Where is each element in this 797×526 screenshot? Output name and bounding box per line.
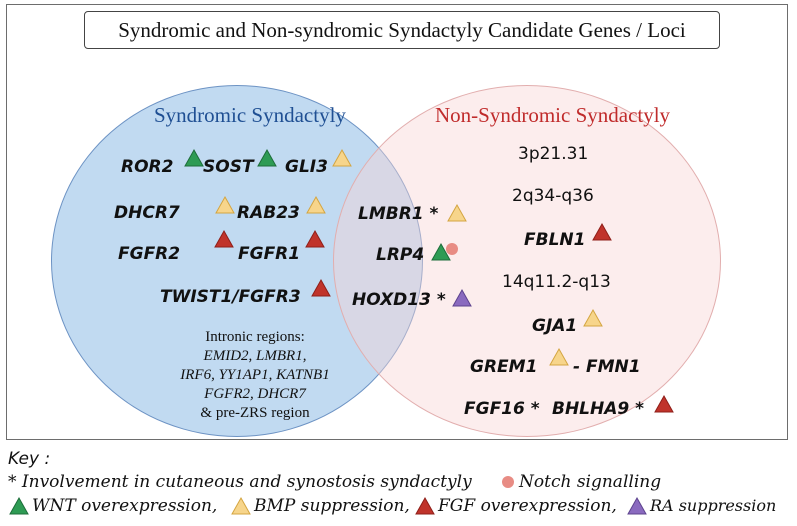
gene-sost: SOST	[203, 157, 254, 177]
bmp-triangle-lmbr1-icon	[447, 203, 467, 222]
intronic-title: Intronic regions:	[205, 329, 305, 345]
key-fgf-triangle-icon	[415, 496, 435, 515]
gene-lrp4: LRP4	[376, 245, 425, 265]
key-bmp-text: BMP suppression,	[254, 496, 410, 516]
syndromic-heading: Syndromic Syndactyly	[154, 103, 346, 127]
bmp-triangle-grem1-icon	[549, 347, 569, 366]
fgf-triangle-bhlha9-icon	[654, 394, 674, 413]
intronic-line4: & pre-ZRS region	[200, 405, 310, 421]
ra-triangle-hoxd13-icon	[452, 288, 472, 307]
wnt-triangle-sost-icon	[257, 148, 277, 167]
gene-grem1: GREM1	[470, 357, 538, 377]
fgf-triangle-fgfr2-icon	[214, 229, 234, 248]
gene-hoxd13: HOXD13 *	[352, 290, 446, 310]
key-fgf-text: FGF overexpression,	[438, 496, 617, 516]
key-wnt-triangle-icon	[9, 496, 29, 515]
key-notch-dot-icon	[502, 476, 514, 488]
bmp-triangle-rab23-icon	[306, 195, 326, 214]
fgf-triangle-fbln1-icon	[592, 222, 612, 241]
gene-fgfr1: FGFR1	[238, 244, 301, 264]
wnt-triangle-ror2-icon	[184, 148, 204, 167]
gene-rab23: RAB23	[237, 203, 300, 223]
notch-dot-lrp4-icon	[446, 243, 458, 255]
gene-bhlha9: BHLHA9 *	[552, 399, 645, 419]
intronic-line2: IRF6, YY1AP1, KATNB1	[180, 367, 330, 383]
locus-3p21: 3p21.31	[518, 144, 589, 164]
bmp-triangle-gja1-icon	[583, 308, 603, 327]
intronic-line1: EMID2, LMBR1,	[203, 348, 307, 364]
gene-gja1: GJA1	[532, 316, 578, 336]
wnt-triangle-lrp4-icon	[431, 242, 451, 261]
locus-2q34: 2q34-q36	[512, 186, 594, 206]
locus-14q11: 14q11.2-q13	[502, 272, 611, 292]
key-label: Key :	[8, 449, 51, 469]
fgf-triangle-fgfr1-icon	[305, 229, 325, 248]
gene-twist1-fgfr3: TWIST1/FGFR3	[160, 287, 301, 307]
gene-dhcr7: DHCR7	[114, 203, 180, 223]
gene-fgfr2: FGFR2	[118, 244, 181, 264]
bmp-triangle-dhcr7-icon	[215, 195, 235, 214]
gene-gli3: GLI3	[285, 157, 328, 177]
key-star-text: * Involvement in cutaneous and synostosi…	[8, 472, 472, 492]
key-bmp-triangle-icon	[231, 496, 251, 515]
bmp-triangle-gli3-icon	[332, 148, 352, 167]
key-wnt-text: WNT overexpression,	[32, 496, 218, 516]
gene-fmn1: - FMN1	[573, 357, 641, 377]
key-ra-text: RA suppression	[650, 496, 777, 515]
gene-ror2: ROR2	[121, 157, 174, 177]
diagram-title: Syndromic and Non-syndromic Syndactyly C…	[84, 11, 720, 49]
gene-fbln1: FBLN1	[524, 230, 586, 250]
gene-fgf16: FGF16 *	[464, 399, 540, 419]
non-syndromic-heading: Non-Syndromic Syndactyly	[435, 103, 671, 127]
key-ra-triangle-icon	[627, 496, 647, 515]
gene-lmbr1: LMBR1 *	[358, 204, 439, 224]
intronic-line3: FGFR2, DHCR7	[204, 386, 306, 402]
non-syndromic-circle	[333, 85, 721, 437]
fgf-triangle-twist1-icon	[311, 278, 331, 297]
key-notch-text: Notch signalling	[519, 472, 662, 492]
